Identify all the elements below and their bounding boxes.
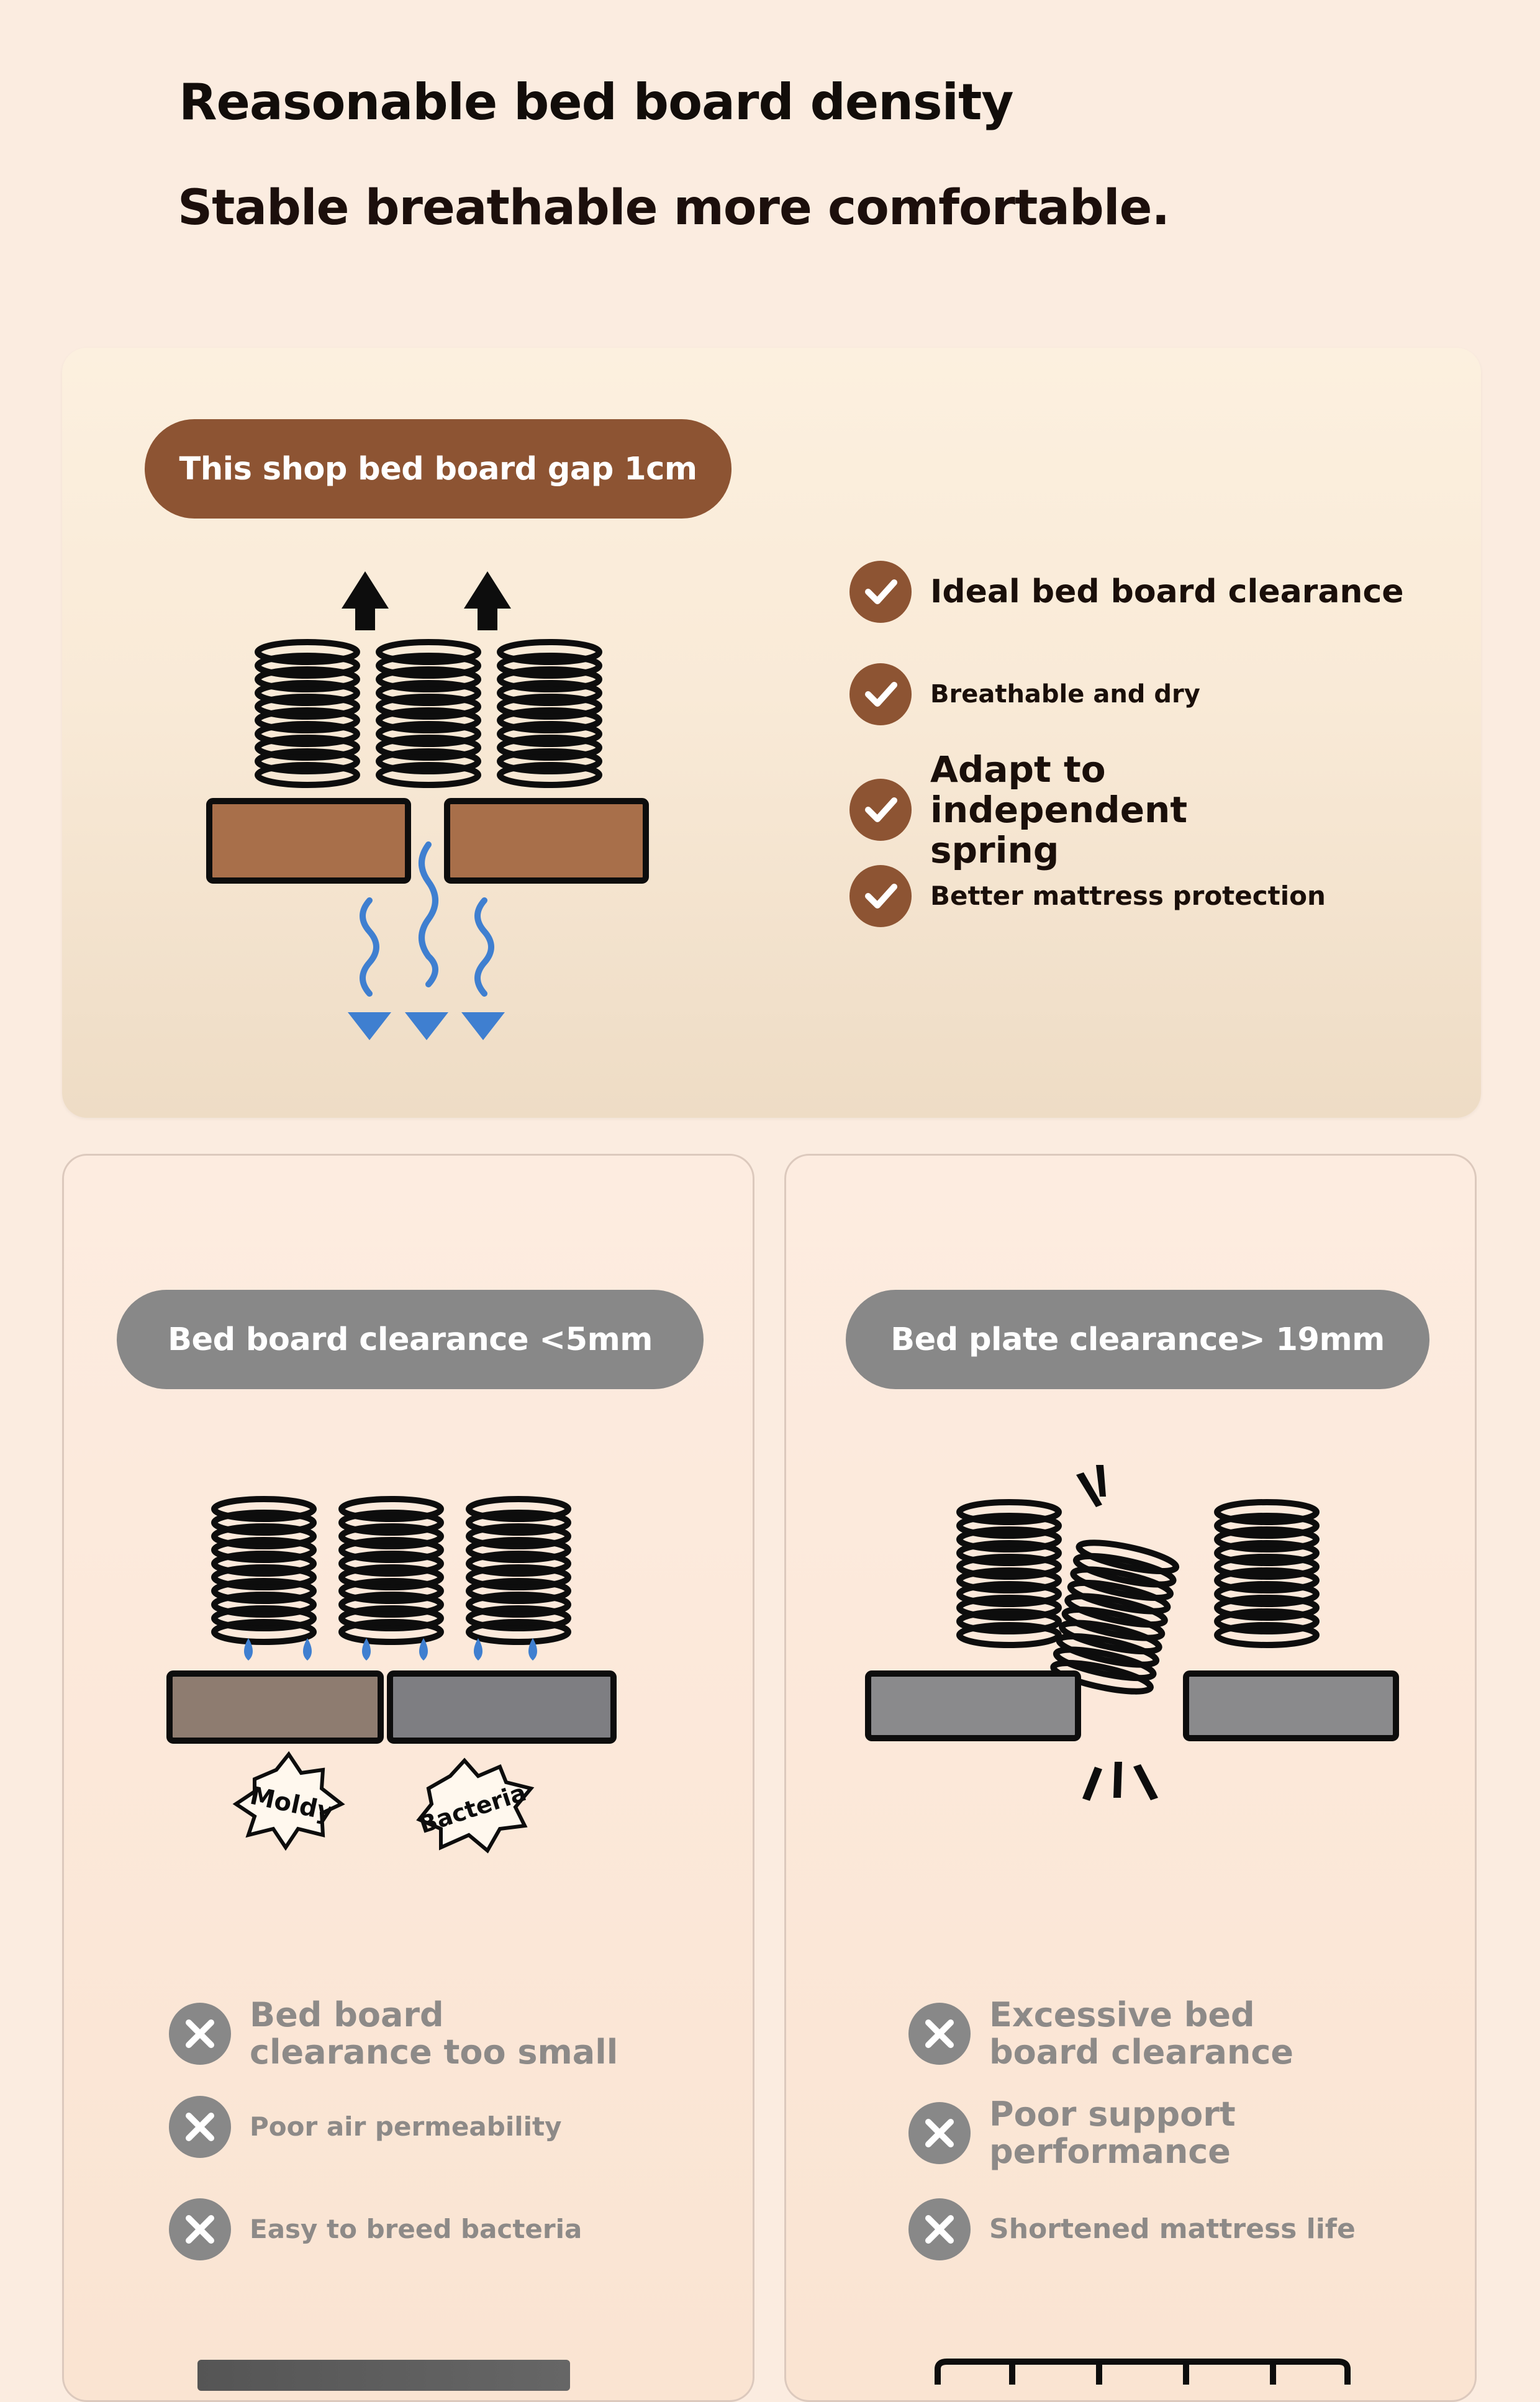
- check-icon: [849, 561, 912, 623]
- small-gap-illustration: Moldy Bacteria: [166, 1497, 617, 1854]
- arrow-up-icon: [464, 571, 511, 630]
- good-gap-illustration: [206, 571, 649, 1040]
- benefit-item: Better mattress protection: [849, 865, 1326, 927]
- check-icon: [849, 865, 912, 927]
- large-gap-illustration: [865, 1465, 1399, 1801]
- close-icon: [908, 2198, 971, 2260]
- drawback-item: Poor support performance: [908, 2095, 1312, 2171]
- spring-icon: [214, 1499, 314, 1642]
- spring-icon: [469, 1499, 568, 1642]
- drawback-item: Shortened mattress life: [908, 2198, 1356, 2260]
- moldy-sticker: Moldy: [232, 1751, 345, 1851]
- bottom-left-board-preview: [197, 2360, 570, 2391]
- arrow-down-icon: [360, 841, 494, 997]
- close-icon: [908, 2003, 971, 2065]
- spring-icon: [379, 642, 478, 785]
- small-gap-badge: Bed board clearance <5mm: [117, 1290, 704, 1389]
- spring-icon: [500, 642, 599, 785]
- large-gap-badge: Bed plate clearance> 19mm: [846, 1290, 1429, 1389]
- benefit-item: Ideal bed board clearance: [849, 561, 1404, 623]
- close-icon: [169, 2096, 231, 2158]
- arrow-up-icon: [342, 571, 389, 630]
- drawback-item: Poor air permeability: [169, 2096, 561, 2158]
- benefit-item: Breathable and dry: [849, 663, 1200, 725]
- page-subtitle: Stable breathable more comfortable.: [178, 180, 1170, 236]
- check-icon: [849, 663, 912, 725]
- spring-icon: [258, 642, 357, 785]
- shop-gap-badge: This shop bed board gap 1cm: [145, 419, 732, 519]
- benefit-item: Adapt to independent spring: [849, 750, 1328, 871]
- drawback-item: Bed board clearance too small: [169, 1996, 635, 2072]
- spring-icon: [1217, 1502, 1316, 1645]
- close-icon: [908, 2102, 971, 2165]
- close-icon: [169, 2198, 231, 2260]
- spring-icon: [959, 1502, 1059, 1645]
- check-icon: [849, 779, 912, 841]
- spring-icon: [342, 1499, 441, 1642]
- page-title: Reasonable bed board density: [179, 73, 1013, 131]
- drawback-item: Excessive bed board clearance: [908, 1996, 1374, 2072]
- bacteria-sticker: Bacteria: [415, 1757, 535, 1854]
- bottom-right-frame-preview: [935, 2359, 1351, 2385]
- drawback-item: Easy to breed bacteria: [169, 2198, 582, 2260]
- water-drop-icon: [244, 1638, 537, 1661]
- close-icon: [169, 2003, 231, 2065]
